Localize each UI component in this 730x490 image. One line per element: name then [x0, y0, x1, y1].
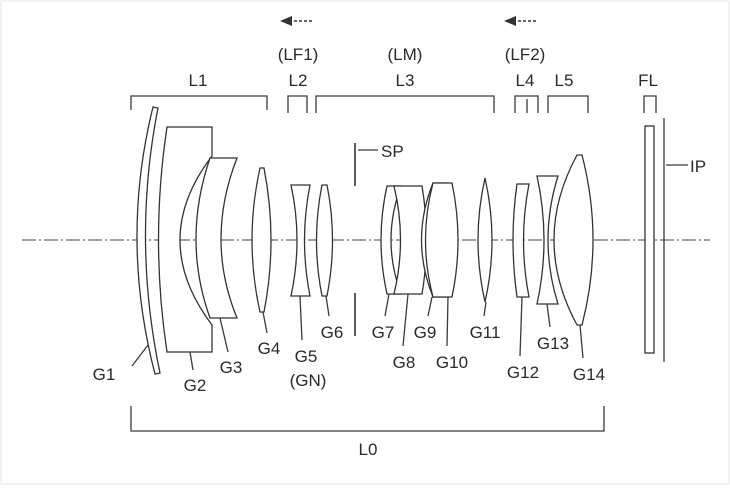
- bracket-l1: [130, 95, 268, 110]
- label-g10: G10: [436, 353, 468, 372]
- filter-fl: [644, 125, 655, 354]
- label-l4: L4: [516, 71, 535, 90]
- lens-g11: [477, 177, 493, 303]
- leader-g9: [427, 296, 433, 317]
- label-lf1: (LF1): [278, 45, 319, 64]
- leader-g7: [384, 293, 390, 317]
- label-g8: G8: [393, 353, 416, 372]
- label-g9: G9: [414, 323, 437, 342]
- lf1-move-arrow: [280, 16, 312, 26]
- leader-g11: [483, 301, 487, 317]
- bracket-l2: [287, 95, 308, 113]
- lens-g4: [251, 167, 272, 313]
- label-g6: G6: [321, 323, 344, 342]
- label-gn: (GN): [290, 371, 327, 390]
- leader-g8: [402, 293, 409, 347]
- leader-g12: [519, 296, 523, 357]
- bracket-fl: [643, 95, 657, 113]
- label-g12: G12: [507, 363, 539, 382]
- element-leader-lines: [131, 293, 584, 371]
- leader-g6: [325, 295, 330, 317]
- label-ip: IP: [690, 157, 706, 176]
- label-l2: L2: [289, 71, 308, 90]
- label-g1: G1: [93, 365, 116, 384]
- leader-g10: [446, 296, 449, 347]
- lens-g10: [424, 182, 459, 298]
- leader-g4: [262, 311, 268, 334]
- leader-g13: [546, 303, 551, 328]
- label-l1: L1: [189, 71, 208, 90]
- label-sp: SP: [381, 142, 404, 161]
- label-g7: G7: [372, 323, 395, 342]
- label-g13: G13: [537, 334, 569, 353]
- label-g14: G14: [573, 365, 605, 384]
- label-g11: G11: [470, 323, 501, 342]
- leader-g3: [219, 317, 229, 353]
- label-g3: G3: [220, 358, 243, 377]
- label-lm: (LM): [388, 45, 423, 64]
- bracket-l3: [315, 95, 495, 113]
- label-g4: G4: [258, 339, 281, 358]
- label-g2: G2: [184, 376, 207, 395]
- label-l0: L0: [359, 440, 378, 459]
- leader-g5: [299, 295, 303, 341]
- lens-g12: [512, 183, 530, 298]
- lens-g1: [136, 106, 161, 375]
- lens-g6: [315, 184, 334, 297]
- lens-g5: [290, 184, 311, 297]
- leader-g14: [579, 324, 584, 359]
- lens-g2: [157, 126, 213, 353]
- bracket-l4: [514, 95, 539, 113]
- bracket-l0: [130, 406, 605, 432]
- leader-g2: [189, 351, 194, 371]
- leader-g1: [131, 344, 149, 367]
- bracket-l5: [547, 95, 589, 113]
- label-fl: FL: [638, 71, 658, 90]
- lens-g3: [195, 157, 238, 319]
- label-l3: L3: [396, 71, 415, 90]
- label-lf2: (LF2): [505, 45, 546, 64]
- lens-g13: [536, 175, 559, 305]
- label-g5: G5: [295, 347, 318, 366]
- label-l5: L5: [555, 71, 574, 90]
- lens-g14: [553, 154, 594, 326]
- lf2-move-arrow: [504, 16, 536, 26]
